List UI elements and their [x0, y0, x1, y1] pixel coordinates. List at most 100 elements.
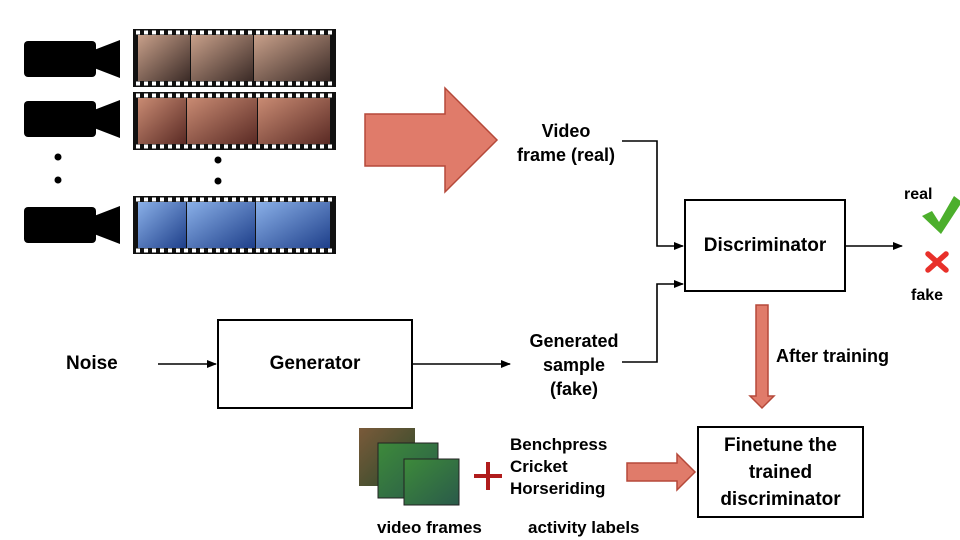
film-sprocket-hole [184, 93, 188, 98]
film-sprocket-hole [192, 144, 196, 149]
film-sprocket-hole [176, 81, 180, 86]
film-sprocket-hole [328, 144, 332, 149]
film-sprocket-hole [328, 30, 332, 35]
film-sprocket-hole [296, 144, 300, 149]
film-sprocket-hole [248, 197, 252, 202]
film-sprocket-hole [264, 248, 268, 253]
film-sprocket-hole [216, 144, 220, 149]
film-sprocket-hole [136, 248, 140, 253]
film-sprocket-hole [192, 30, 196, 35]
film-sprocket-hole [264, 93, 268, 98]
film-sprocket-hole [296, 30, 300, 35]
film-sprocket-hole [248, 144, 252, 149]
film-sprocket-hole [248, 93, 252, 98]
film-sprocket-hole [144, 144, 148, 149]
film-sprocket-hole [136, 81, 140, 86]
film-sprocket-hole [144, 197, 148, 202]
film-sprocket-hole [312, 81, 316, 86]
film-sprocket-hole [296, 93, 300, 98]
film-sprocket-hole [176, 248, 180, 253]
film-sprocket-hole [320, 248, 324, 253]
film-strip [133, 196, 336, 254]
film-sprocket-hole [264, 30, 268, 35]
film-sprocket-hole [320, 197, 324, 202]
film-sprocket-hole [248, 81, 252, 86]
film-sprocket-hole [320, 30, 324, 35]
film-sprocket-hole [240, 197, 244, 202]
film-sprocket-hole [288, 81, 292, 86]
film-sprocket-hole [304, 248, 308, 253]
film-sprocket-hole [152, 30, 156, 35]
film-sprocket-hole [240, 144, 244, 149]
film-sprocket-hole [200, 144, 204, 149]
activity-labels-caption: activity labels [528, 518, 640, 537]
film-sprocket-hole [216, 93, 220, 98]
film-sprocket-hole [280, 93, 284, 98]
film-sprocket-hole [216, 30, 220, 35]
finetune-label: Finetune the trained discriminator [720, 434, 841, 510]
film-sprocket-hole [144, 93, 148, 98]
film-sprocket-hole [272, 93, 276, 98]
film-sprocket-hole [240, 248, 244, 253]
film-sprocket-hole [256, 248, 260, 253]
noise-label: Noise [66, 353, 118, 374]
film-sprocket-hole [304, 93, 308, 98]
film-sprocket-hole [168, 30, 172, 35]
film-sprocket-hole [272, 144, 276, 149]
film-sprocket-hole [288, 248, 292, 253]
discriminator-label: Discriminator [703, 234, 827, 256]
film-sprocket-hole [320, 93, 324, 98]
film-sprocket-hole [152, 144, 156, 149]
film-sprocket-hole [160, 248, 164, 253]
film-sprocket-hole [288, 93, 292, 98]
video-camera-icon [24, 40, 120, 78]
film-sprocket-hole [192, 248, 196, 253]
film-sprocket-hole [176, 197, 180, 202]
film-sprocket-hole [160, 197, 164, 202]
film-sprocket-hole [136, 197, 140, 202]
film-sprocket-hole [280, 81, 284, 86]
film-sprocket-hole [200, 248, 204, 253]
film-sprocket-hole [256, 144, 260, 149]
film-sprocket-hole [232, 81, 236, 86]
film-sprocket-hole [280, 30, 284, 35]
film-sprocket-hole [216, 248, 220, 253]
film-sprocket-hole [208, 30, 212, 35]
fake-label: fake [911, 287, 944, 304]
film-sprocket-hole [184, 30, 188, 35]
film-sprocket-hole [168, 93, 172, 98]
cross-icon [925, 251, 949, 273]
film-sprocket-hole [208, 93, 212, 98]
film-sprocket-hole [256, 81, 260, 86]
film-sprocket-hole [312, 144, 316, 149]
after-training-arrow [748, 304, 776, 410]
film-sprocket-hole [224, 93, 228, 98]
film-sprocket-hole [240, 81, 244, 86]
film-sprocket-hole [272, 248, 276, 253]
film-sprocket-hole [240, 30, 244, 35]
film-sprocket-hole [224, 248, 228, 253]
film-sprocket-hole [296, 248, 300, 253]
film-sprocket-hole [232, 144, 236, 149]
film-sprocket-hole [256, 30, 260, 35]
film-sprocket-hole [248, 30, 252, 35]
film-sprocket-hole [184, 81, 188, 86]
film-strip [133, 29, 336, 87]
film-sprocket-hole [184, 197, 188, 202]
film-sprocket-hole [264, 81, 268, 86]
film-sprocket-hole [136, 30, 140, 35]
film-sprocket-hole [320, 144, 324, 149]
film-sprocket-hole [232, 197, 236, 202]
film-sprocket-hole [168, 197, 172, 202]
film-strip [133, 92, 336, 150]
film-sprocket-hole [312, 93, 316, 98]
generator-label: Generator [269, 353, 361, 374]
film-sprocket-hole [200, 30, 204, 35]
film-sprocket-hole [144, 248, 148, 253]
film-sprocket-hole [160, 144, 164, 149]
film-sprocket-hole [296, 81, 300, 86]
film-sprocket-hole [224, 197, 228, 202]
film-sprocket-hole [168, 144, 172, 149]
